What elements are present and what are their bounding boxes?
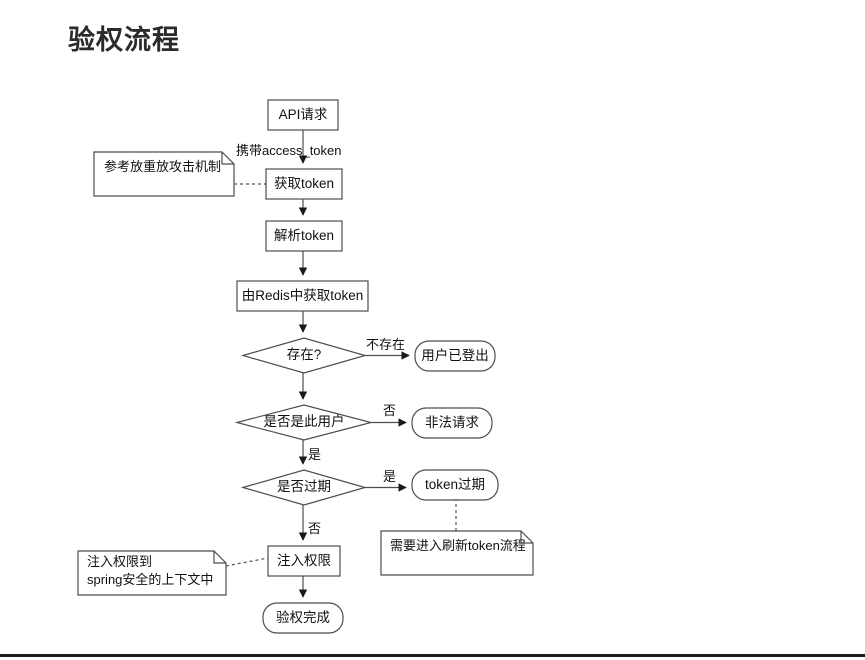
edge-label-expired-yes: 是	[383, 469, 397, 484]
bottom-divider	[0, 654, 865, 657]
node-user-logged-out[interactable]	[414, 340, 496, 372]
note-spring-security-context	[77, 550, 227, 596]
edge-label-carry-access-token: 携带access_token	[236, 143, 342, 158]
edge-label-expired-no: 否	[308, 521, 322, 536]
note-replay-attack	[93, 151, 235, 197]
node-auth-complete[interactable]	[262, 602, 344, 634]
edge-label-exists-no: 不存在	[366, 337, 406, 352]
node-inject-authority[interactable]	[267, 545, 341, 577]
node-api-request[interactable]	[267, 99, 339, 131]
connector-spring-note-to-inject	[225, 557, 269, 567]
node-illegal-request[interactable]	[411, 407, 493, 439]
edge-label-same-user-no: 否	[383, 403, 397, 418]
page-title: 验权流程	[68, 25, 180, 55]
node-token-expired[interactable]	[411, 469, 499, 501]
note-refresh-token-flow	[380, 530, 534, 576]
edge-label-same-user-yes: 是	[308, 447, 322, 462]
node-same-user-decision[interactable]	[234, 404, 374, 441]
node-exists-decision[interactable]	[240, 337, 368, 374]
node-get-token[interactable]	[265, 168, 343, 200]
node-parse-token[interactable]	[265, 220, 343, 252]
note-refresh-token-flow-text: 需要进入刷新token流程	[390, 538, 526, 553]
note-spring-security-context-text: 注入权限到 spring安全的上下文中	[87, 554, 214, 587]
node-expired-decision[interactable]	[240, 469, 368, 506]
note-replay-attack-text: 参考放重放攻击机制	[104, 159, 222, 174]
node-redis-get-token[interactable]	[236, 280, 369, 312]
